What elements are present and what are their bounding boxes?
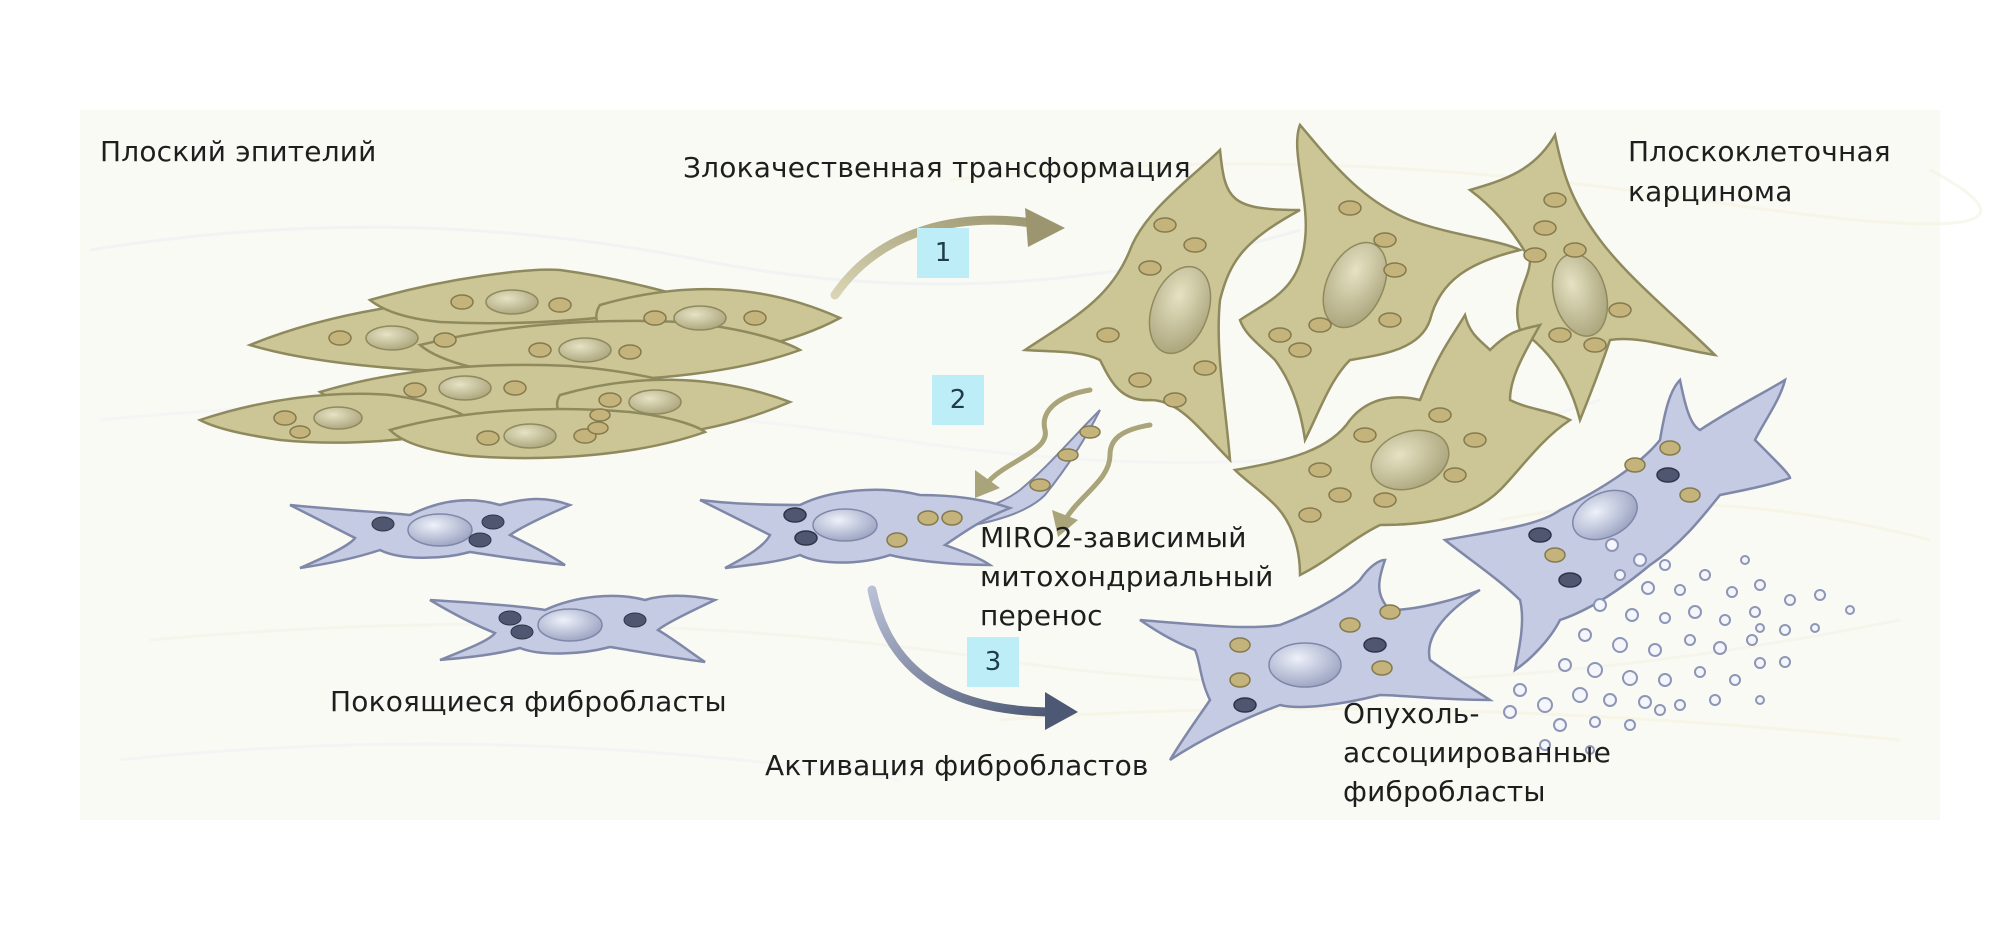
secreted-vesicles [1503, 538, 1855, 755]
label-carcinoma-line2: карцинома [1628, 175, 1793, 208]
label-fibroblast-activation: Активация фибробластов [765, 749, 1149, 782]
resting-fibroblast-nuclei [407, 513, 603, 642]
epithelial-nuclei [313, 289, 727, 449]
step-badge-1: 1 [917, 228, 969, 278]
label-miro2-line2: митохондриальный [980, 560, 1274, 593]
activation-arrow [867, 585, 1060, 717]
label-carcinoma-line1: Плоскоклеточная [1628, 135, 1891, 168]
label-malignant-transformation: Злокачественная трансформация [683, 151, 1191, 184]
label-resting-fibroblasts: Покоящиеся фибробласты [330, 685, 727, 718]
label-squamous-epithelium: Плоский эпителий [100, 135, 377, 168]
carcinoma-mitochondria [1096, 192, 1632, 523]
middle-fibroblast-mitochondria [783, 507, 963, 548]
label-miro2-line1: MIRO2-зависимый [980, 521, 1247, 554]
label-caf-line1: Опухоль- [1343, 697, 1480, 730]
step-badge-2: 2 [932, 375, 984, 425]
transformation-arrow-head [1025, 208, 1065, 247]
transfer-wavy-arrow [987, 387, 1093, 483]
label-caf-line2: ассоциированные [1343, 736, 1612, 769]
epithelial-mitochondria [273, 294, 767, 446]
carcinoma-nuclei [1148, 241, 1609, 491]
transfer-wavy-arrow-head [1052, 510, 1078, 537]
label-caf-line3: фибробласты [1343, 775, 1546, 808]
step-badge-3: 3 [967, 637, 1019, 687]
label-miro2-line3: перенос [980, 599, 1103, 632]
transfer-wavy-arrow-head [975, 470, 1000, 498]
middle-fibroblast-nucleus [812, 508, 878, 542]
caf-nuclei [1268, 489, 1638, 688]
resting-fibroblast-mitochondria [371, 514, 647, 640]
transfer-wavy-arrow [1062, 422, 1153, 523]
transferred-mitochondria [1029, 425, 1101, 492]
activation-arrow-head [1045, 692, 1078, 730]
caf-mitochondria [1229, 440, 1701, 713]
